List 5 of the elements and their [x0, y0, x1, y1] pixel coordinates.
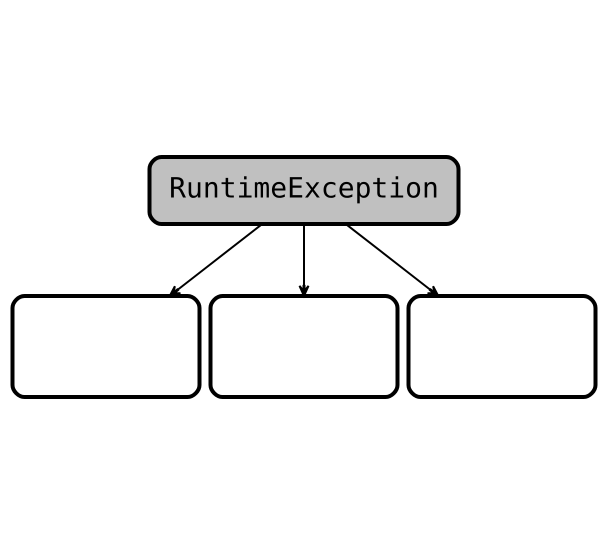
arrow — [298, 224, 310, 296]
node-box — [10, 294, 202, 398]
node-box — [406, 294, 598, 398]
node-box: RuntimeException — [148, 154, 460, 226]
node-box — [208, 294, 400, 398]
